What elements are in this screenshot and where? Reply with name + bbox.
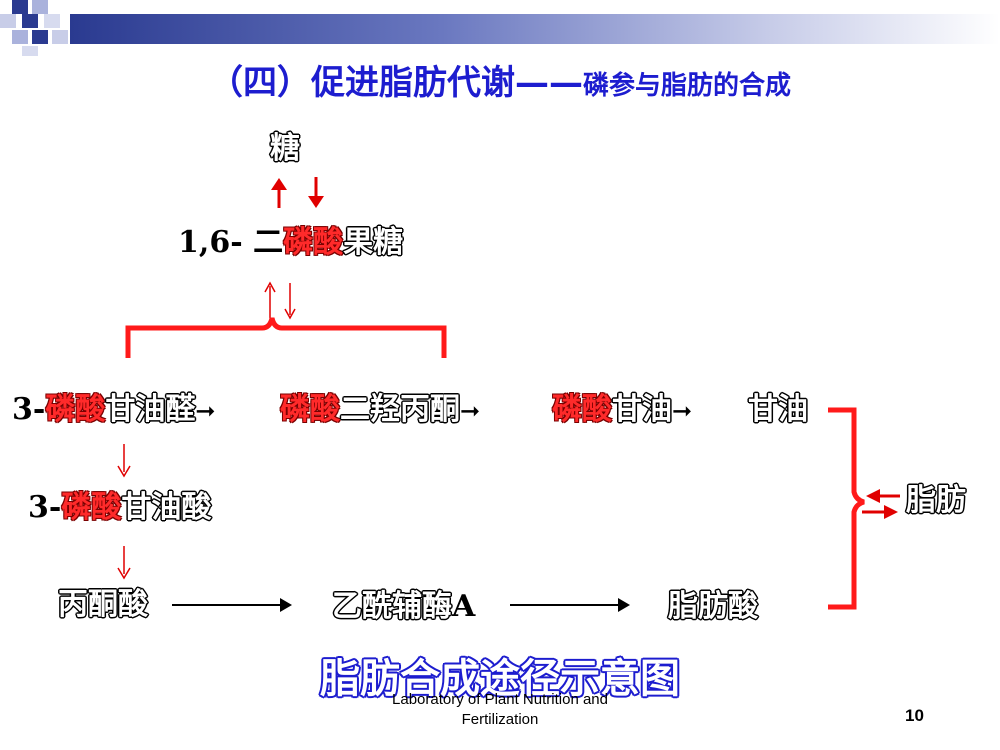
footer-lab-name: Laboratory of Plant Nutrition and Fertil… [392, 691, 608, 728]
node-glycerol-phosphate: 磷酸甘油➞ [552, 392, 693, 427]
header-gradient-band [70, 14, 1000, 44]
title-main: （四）促进脂肪代谢—— [208, 63, 583, 103]
bottom-row-arrows [172, 598, 630, 612]
node-3-phosphoglycerate: 3-磷酸甘油酸 [28, 490, 212, 525]
diagram-caption: 脂肪合成途径示意图 [320, 656, 680, 702]
triose-bracket [125, 317, 447, 358]
node-dihydroxyacetone-phosphate: 磷酸二羟丙酮➞ [280, 392, 481, 427]
arrow-right-icon: ➞ [672, 397, 693, 425]
node-glycerol: 甘油 [748, 392, 808, 427]
corner-squares-decoration [0, 0, 68, 56]
fdp-triose-arrows [264, 281, 296, 320]
sugar-fdp-arrows [271, 177, 324, 208]
arrow-right-icon: ➞ [195, 397, 216, 425]
node-fructose-bisphosphate: 1,6- 二磷酸果糖 [178, 225, 404, 260]
title-sub: 磷参与脂肪的合成 [582, 71, 791, 101]
node-pyruvate: 丙酮酸 [58, 587, 148, 622]
node-sugar: 糖 [270, 131, 300, 166]
node-glyceraldehyde-3-phosphate: 3-磷酸甘油醛➞ [12, 392, 216, 427]
node-fat: 脂肪 [906, 483, 966, 518]
arrow-right-icon: ➞ [460, 397, 481, 425]
page-number: 10 [905, 706, 924, 725]
node-acetyl-coa: 乙酰辅酶A [332, 589, 476, 624]
fat-bracket [828, 407, 865, 610]
glycolysis-down-arrows [117, 444, 131, 580]
slide-title: （四）促进脂肪代谢——磷参与脂肪的合成 [0, 55, 1000, 104]
node-fatty-acid: 脂肪酸 [668, 589, 758, 624]
fat-arrows [862, 489, 900, 519]
